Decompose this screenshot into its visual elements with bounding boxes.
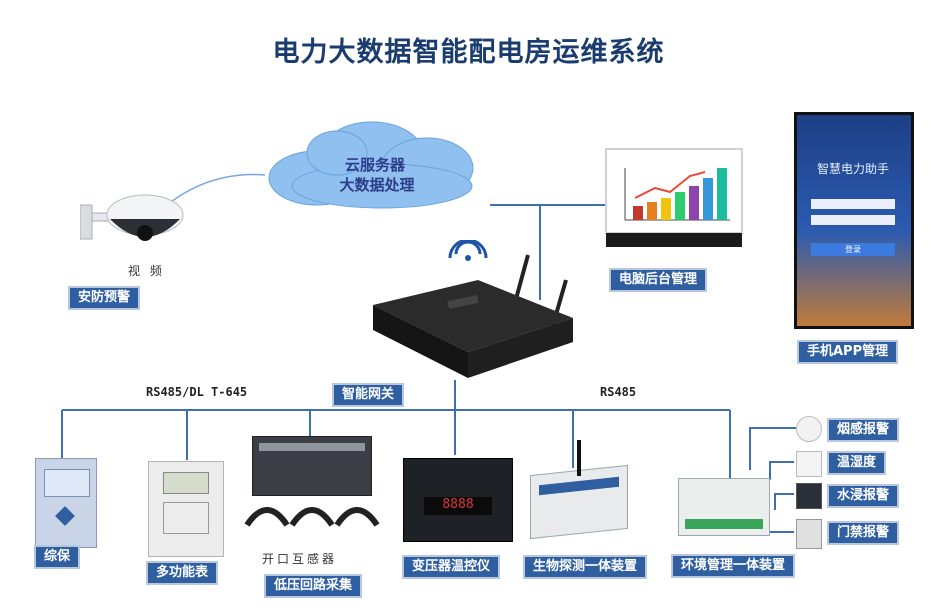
transformer-temp-controller: 8888	[403, 458, 513, 542]
pc-monitor	[605, 148, 745, 252]
ct-caption: 开口互感器	[262, 550, 337, 567]
temp-humidity-icon	[796, 451, 822, 477]
bio-panel-strip	[539, 477, 619, 495]
meter-display	[163, 472, 209, 494]
env-terminal-strip	[685, 519, 763, 529]
label-security-warning: 安防预警	[68, 286, 140, 310]
username-field[interactable]	[811, 199, 895, 209]
water-leak-icon	[796, 483, 822, 509]
login-button[interactable]: 登录	[811, 243, 895, 256]
label-sensor-2: 水浸报警	[827, 484, 899, 508]
cloud-server: 云服务器 大数据处理	[262, 118, 492, 217]
lv-acquisition-module	[252, 436, 372, 496]
access-control-icon	[796, 519, 822, 549]
ct-clamps-icon	[242, 495, 382, 535]
app-title: 智慧电力助手	[817, 160, 889, 177]
terminal-strip	[259, 443, 365, 451]
label-device-3: 变压器温控仪	[402, 555, 500, 579]
label-smart-gateway: 智能网关	[332, 383, 404, 407]
smoke-sensor-icon	[796, 416, 822, 442]
relay-keypad-icon	[55, 506, 75, 526]
label-device-4: 生物探测一体装置	[523, 555, 647, 579]
label-pc-backend: 电脑后台管理	[609, 268, 707, 292]
multifunction-meter	[148, 461, 224, 557]
relay-display	[44, 469, 90, 497]
bio-antenna	[577, 440, 581, 476]
password-field[interactable]	[811, 215, 895, 225]
router-icon	[368, 240, 578, 380]
monitor-chart-icon	[605, 148, 745, 248]
label-phone-app: 手机APP管理	[797, 340, 898, 364]
protection-relay	[35, 458, 97, 548]
protocol-left: RS485/DL T-645	[146, 385, 247, 399]
meter-panel	[163, 502, 209, 534]
label-sensor-1: 温湿度	[827, 451, 886, 475]
dome-camera-icon	[80, 185, 190, 255]
cloud-text-2: 大数据处理	[312, 174, 442, 195]
label-sensor-3: 门禁报警	[827, 521, 899, 545]
protocol-right: RS485	[600, 385, 636, 399]
camera-device	[80, 185, 190, 259]
env-management-device	[678, 478, 770, 536]
temp-display: 8888	[424, 497, 492, 515]
label-sensor-0: 烟感报警	[827, 418, 899, 442]
label-device-2: 低压回路采集	[264, 574, 362, 598]
phone-screen: 智慧电力助手 登录	[794, 112, 914, 329]
gateway-device	[368, 240, 578, 384]
label-device-5: 环境管理一体装置	[671, 554, 795, 578]
camera-caption: 视 频	[128, 262, 165, 279]
label-device-0: 综保	[34, 545, 80, 569]
label-device-1: 多功能表	[146, 561, 218, 585]
cloud-text-1: 云服务器	[320, 154, 430, 175]
